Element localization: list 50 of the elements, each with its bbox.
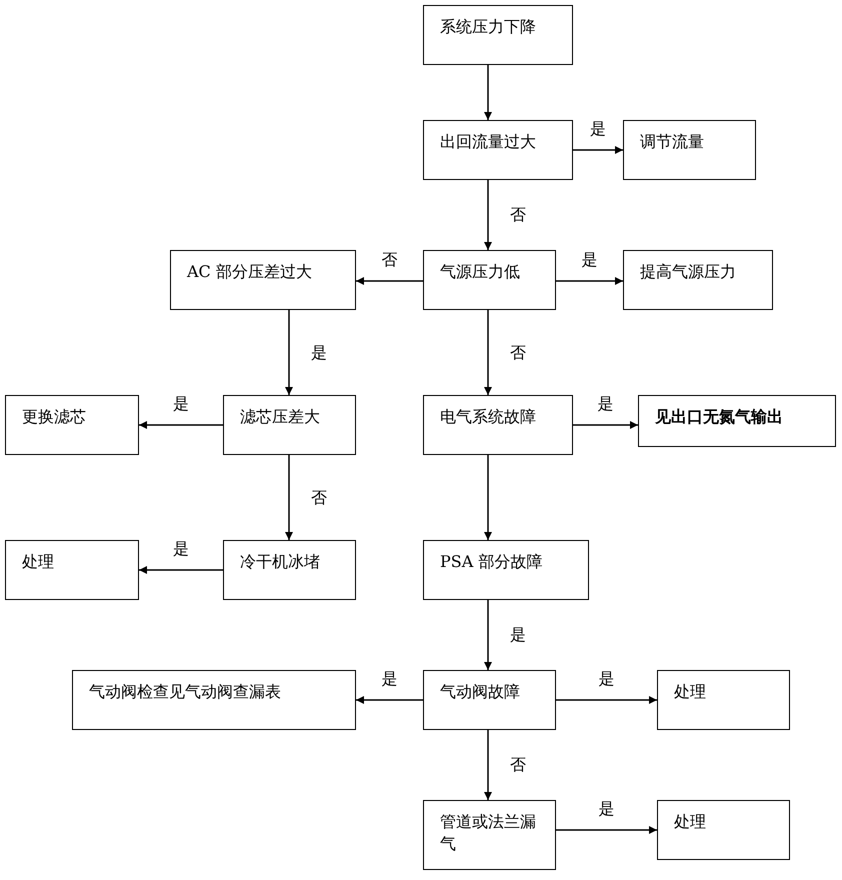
arrow [556, 826, 657, 834]
arrow [484, 730, 492, 800]
edge-label: 否 [510, 756, 526, 774]
edge-label: 是 [173, 540, 189, 558]
edge-label: 是 [598, 395, 614, 413]
arrow [484, 65, 492, 120]
process-box: 出回流量过大 [423, 120, 573, 180]
arrow [484, 600, 492, 670]
edge-label: 是 [590, 120, 606, 138]
process-box: 处理 [5, 540, 139, 600]
arrow [484, 180, 492, 250]
arrow [139, 566, 223, 574]
process-box: 调节流量 [623, 120, 756, 180]
process-box: AC 部分压差过大 [170, 250, 356, 310]
arrow [573, 146, 623, 154]
arrow [285, 455, 293, 540]
arrow [356, 277, 423, 285]
process-box: 电气系统故障 [423, 395, 573, 455]
process-box: 系统压力下降 [423, 5, 573, 65]
process-box: 管道或法兰漏气 [423, 800, 556, 870]
edge-label: 是 [382, 670, 398, 688]
arrow [484, 310, 492, 395]
process-box: 处理 [657, 800, 790, 860]
process-box: 滤芯压差大 [223, 395, 356, 455]
edge-label: 是 [598, 800, 614, 818]
arrow [556, 277, 623, 285]
arrow [573, 421, 638, 429]
process-box: 见出口无氮气输出 [638, 395, 836, 447]
arrow [139, 421, 223, 429]
arrow [484, 455, 492, 540]
process-box: 气动阀故障 [423, 670, 556, 730]
edge-label: 否 [510, 344, 526, 362]
process-box: PSA 部分故障 [423, 540, 589, 600]
process-box: 处理 [657, 670, 790, 730]
edge-label: 是 [510, 626, 526, 644]
edge-label: 否 [510, 206, 526, 224]
edge-label: 是 [173, 395, 189, 413]
edge-label: 是 [598, 670, 614, 688]
edge-label: 是 [582, 251, 598, 269]
process-box: 提高气源压力 [623, 250, 773, 310]
edge-label: 否 [382, 251, 398, 269]
edge-label: 是 [311, 344, 327, 362]
arrow [356, 696, 423, 704]
arrow [285, 310, 293, 395]
edge-label: 否 [311, 488, 327, 506]
process-box: 更换滤芯 [5, 395, 139, 455]
process-box: 冷干机冰堵 [223, 540, 356, 600]
process-box: 气动阀检查见气动阀查漏表 [72, 670, 356, 730]
process-box: 气源压力低 [423, 250, 556, 310]
arrow [556, 696, 657, 704]
